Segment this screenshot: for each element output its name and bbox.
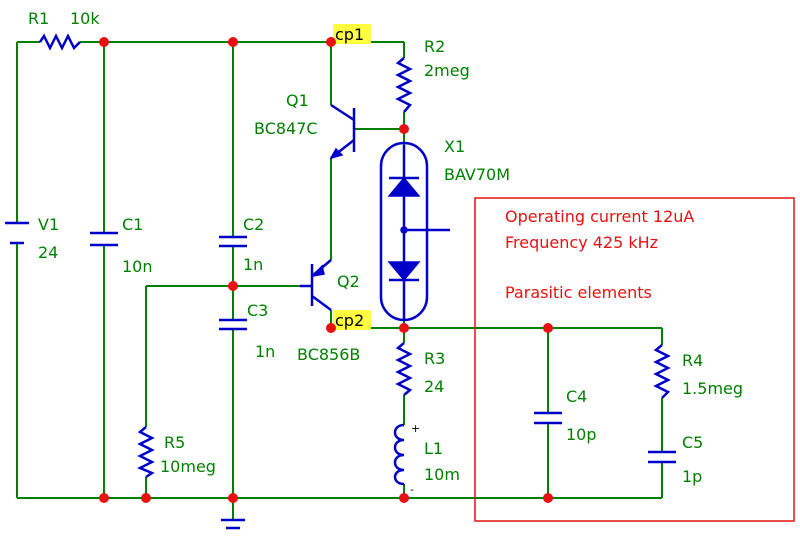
- c2-value: 1n: [243, 255, 263, 274]
- node: [326, 323, 336, 333]
- q1-value: BC847C: [254, 119, 318, 138]
- r4-ref: R4: [682, 351, 703, 370]
- node: [543, 493, 553, 503]
- node: [99, 37, 109, 47]
- r3-value: 24: [424, 377, 444, 396]
- r3-ref: R3: [424, 349, 445, 368]
- x1-value: BAV70M: [444, 165, 510, 184]
- r2-value: 2meg: [424, 61, 470, 80]
- q2-ref: Q2: [337, 272, 360, 291]
- probe-cp2[interactable]: cp2: [333, 310, 371, 330]
- l1-plus: +: [411, 422, 420, 435]
- parasitic-elements-box: [474, 197, 795, 522]
- c5-value: 1p: [682, 467, 702, 486]
- node: [99, 493, 109, 503]
- capacitor-c4[interactable]: [534, 411, 562, 425]
- resistor-r2[interactable]: [395, 57, 413, 113]
- r2-ref: R2: [424, 37, 445, 56]
- frequency-note: Frequency 425 kHz: [505, 233, 658, 252]
- c1-ref: C1: [122, 215, 143, 234]
- capacitor-c3[interactable]: [219, 318, 247, 331]
- x1-ref: X1: [444, 137, 465, 156]
- node: [228, 37, 238, 47]
- node: [543, 323, 553, 333]
- q2-value: BC856B: [297, 345, 360, 364]
- r5-value: 10meg: [160, 457, 216, 476]
- probe-cp1[interactable]: cp1: [333, 24, 371, 44]
- resistor-r3[interactable]: [395, 342, 413, 396]
- diode-array-x1[interactable]: [379, 141, 450, 322]
- node: [141, 493, 151, 503]
- inductor-l1[interactable]: [393, 423, 405, 486]
- node: [399, 493, 409, 503]
- resistor-r1[interactable]: [38, 33, 81, 51]
- capacitor-c2[interactable]: [219, 235, 247, 248]
- operating-current-note: Operating current 12uA: [505, 207, 694, 226]
- v1-ref: V1: [38, 215, 59, 234]
- r4-value: 1.5meg: [682, 379, 743, 398]
- cp2-label: cp2: [335, 311, 364, 330]
- cp1-label: cp1: [335, 25, 364, 44]
- resistor-r5[interactable]: [136, 426, 155, 479]
- c4-ref: C4: [566, 387, 587, 406]
- r5-ref: R5: [164, 433, 185, 452]
- c3-value: 1n: [255, 342, 275, 361]
- l1-ref: L1: [424, 439, 443, 458]
- node: [228, 493, 238, 503]
- resistor-r4[interactable]: [653, 344, 671, 399]
- q1-ref: Q1: [286, 91, 309, 110]
- transistor-q1[interactable]: [329, 103, 356, 160]
- parasitic-elements-note: Parasitic elements: [505, 283, 652, 302]
- l1-value: 10m: [424, 465, 460, 484]
- c4-value: 10p: [566, 425, 597, 444]
- c1-value: 10n: [122, 257, 153, 276]
- node: [326, 37, 336, 47]
- transistor-q2[interactable]: [300, 259, 332, 312]
- node: [399, 323, 409, 333]
- r1-value: 10k: [70, 9, 100, 28]
- node: [399, 124, 409, 134]
- capacitor-c1[interactable]: [90, 231, 118, 247]
- c2-ref: C2: [243, 215, 264, 234]
- r1-ref: R1: [28, 9, 49, 28]
- node: [228, 281, 238, 291]
- voltage-source-v1[interactable]: [5, 221, 29, 245]
- l1-minus: -: [410, 483, 414, 496]
- capacitor-c5[interactable]: [648, 450, 676, 464]
- c3-ref: C3: [247, 301, 268, 320]
- v1-value: 24: [38, 243, 58, 262]
- c5-ref: C5: [682, 433, 703, 452]
- ground-icon: [221, 518, 245, 530]
- junction-nodes: [99, 37, 553, 503]
